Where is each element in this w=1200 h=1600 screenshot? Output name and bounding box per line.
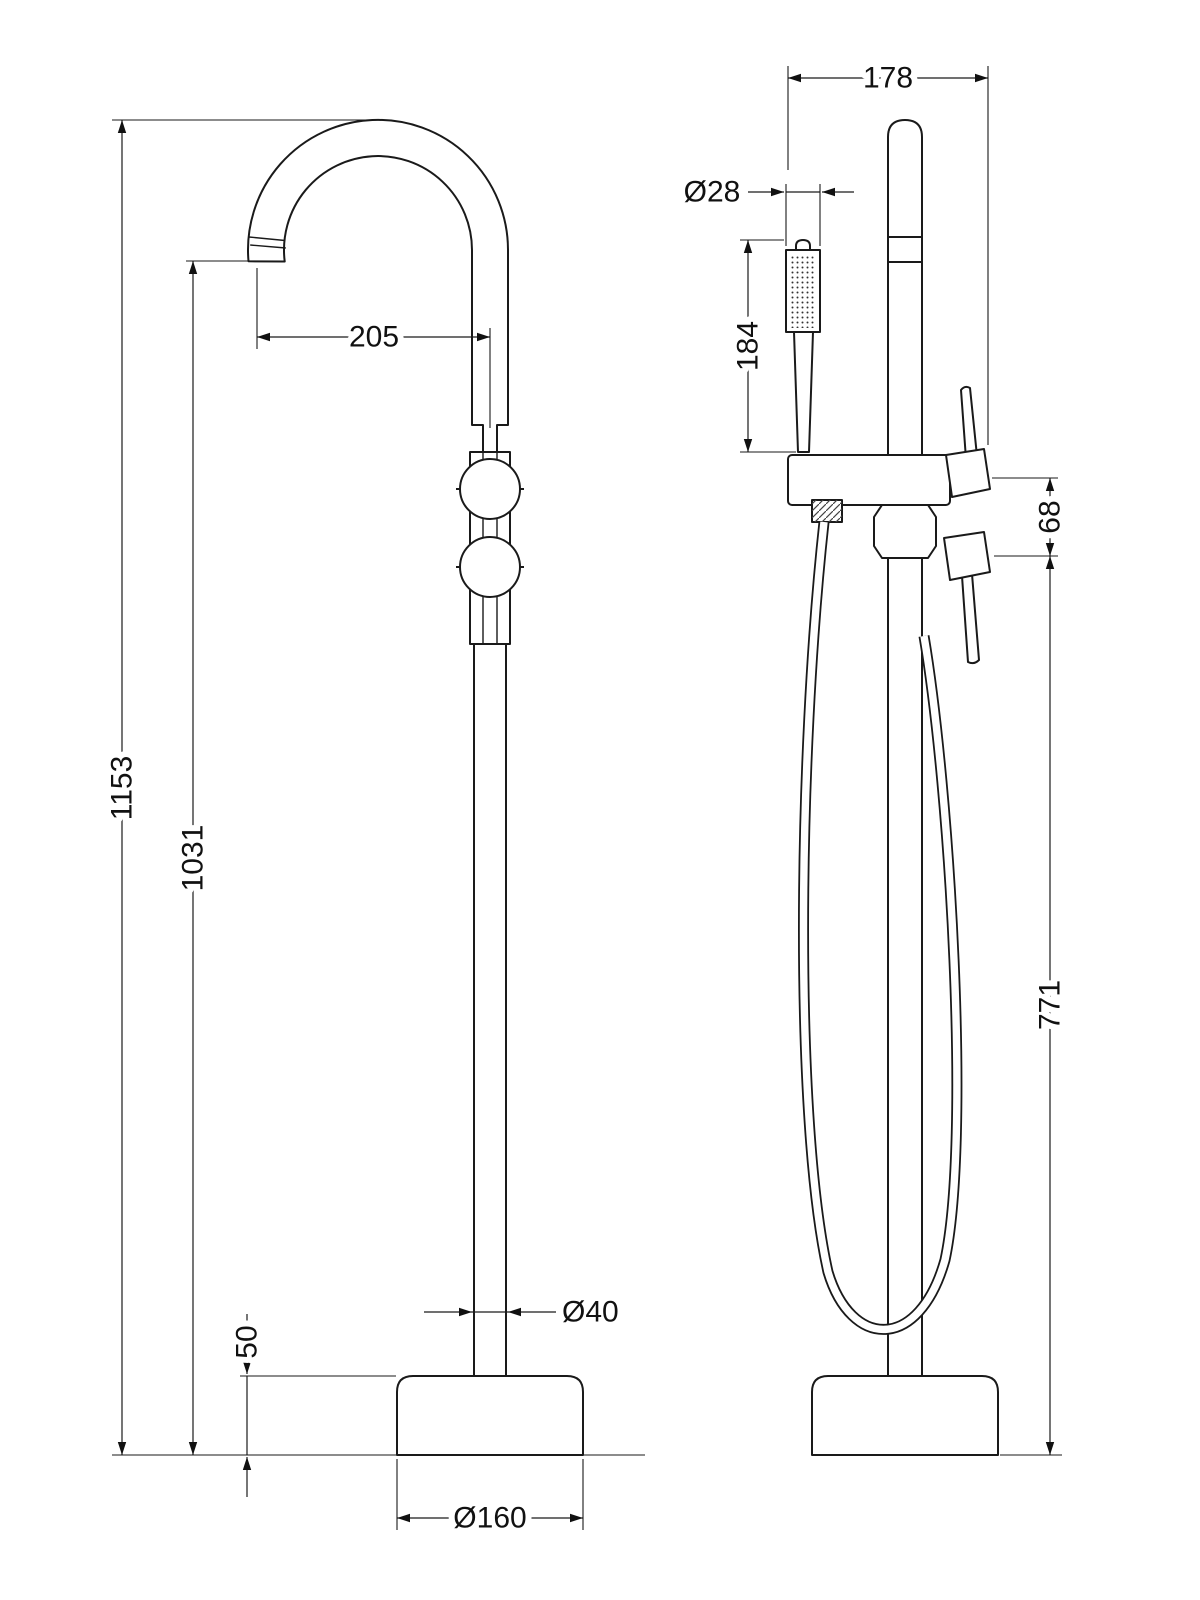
upper-lever [960, 385, 978, 460]
base-plate-side [811, 1375, 999, 1456]
dim-lower-height: 771 [1028, 556, 1073, 1455]
front-view [247, 118, 584, 1456]
mixer-body-side [787, 454, 951, 506]
dim-label-base-diameter: Ø160 [453, 1502, 526, 1535]
hose-connector-nut-hatch [812, 500, 842, 522]
handset-spray-face [790, 254, 816, 328]
riser-column-front [473, 643, 507, 1377]
dim-handset-length: 184 [726, 240, 771, 452]
dim-spout-height: 1031 [171, 261, 216, 1455]
dim-spout-reach: 205 [257, 315, 490, 360]
shower-hose-inner [799, 521, 961, 1334]
lower-lever [961, 573, 980, 665]
upper-lever-mount [945, 448, 991, 498]
dim-label-body-depth: 178 [863, 62, 913, 95]
dim-base-diameter: Ø160 [397, 1496, 583, 1541]
dim-label-outlet-spacing: 68 [1034, 500, 1067, 533]
lower-lever-mount [943, 531, 991, 581]
dim-label-handset-diameter: Ø28 [684, 176, 741, 209]
dim-label-column-diameter: Ø40 [562, 1296, 619, 1329]
dimensions: 1153 1031 205 50 Ø40 Ø160 [100, 56, 1073, 1541]
dim-label-spout-reach: 205 [349, 321, 399, 354]
handset-handle [793, 331, 814, 453]
base-plate-front [396, 1375, 584, 1456]
hex-union [873, 504, 937, 559]
dim-label-lower-height: 771 [1034, 980, 1067, 1030]
shower-hose-outer [798, 521, 963, 1335]
spout-aerator-band-line-2 [250, 244, 286, 249]
dim-outlet-spacing: 68 [1028, 478, 1073, 556]
riser-column-side [887, 454, 923, 1377]
spout-side-outline [887, 119, 923, 456]
dim-base-height: 50 [225, 1314, 270, 1497]
dim-label-overall-height: 1153 [106, 756, 139, 821]
handset-nub [795, 239, 811, 251]
dim-label-base-height: 50 [231, 1325, 264, 1358]
dim-handset-diameter: Ø28 [678, 170, 854, 215]
dim-column-diameter: Ø40 [424, 1290, 625, 1335]
dim-overall-height: 1153 [100, 120, 145, 1455]
lower-round-handle [459, 536, 521, 598]
gooseneck-spout-outline [247, 118, 509, 453]
side-view [785, 119, 999, 1456]
upper-round-handle [459, 458, 521, 520]
spout-aerator-band-line-1 [248, 236, 286, 242]
dim-body-depth: 178 [788, 56, 988, 101]
dim-label-spout-height: 1031 [177, 825, 210, 892]
dim-label-handset-length: 184 [732, 321, 765, 371]
